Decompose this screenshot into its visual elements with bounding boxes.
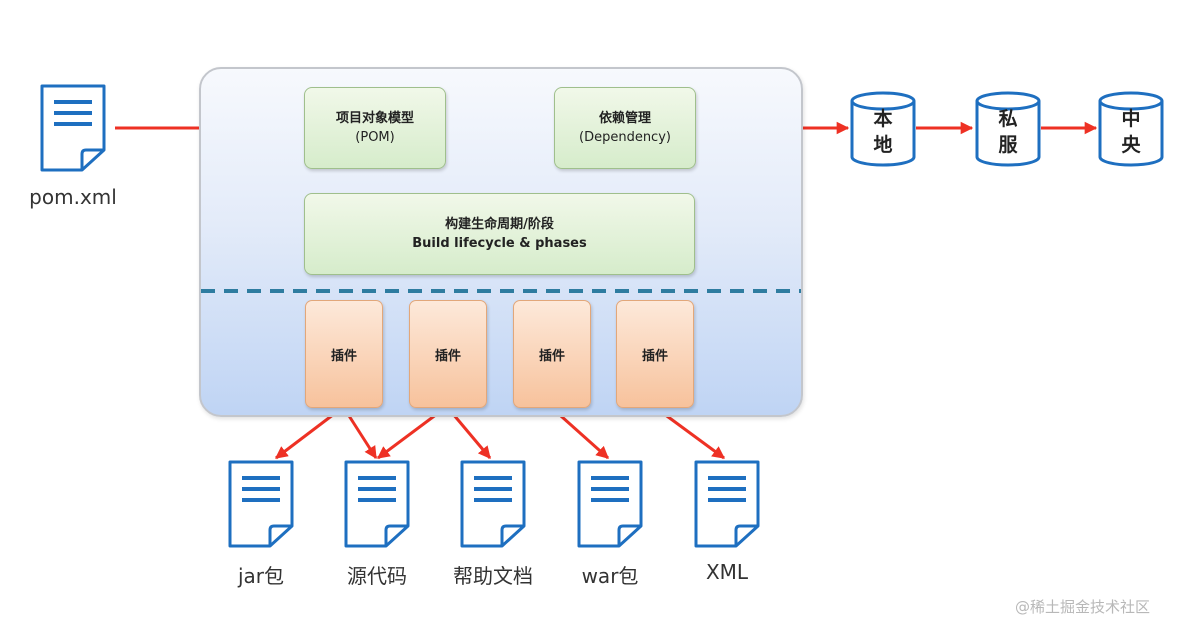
jar-label: jar包 <box>237 564 285 588</box>
plugin-box-1: 插件 <box>305 300 383 408</box>
plugin-box-2: 插件 <box>409 300 487 408</box>
pom-model-title: 项目对象模型 <box>335 111 414 126</box>
help-document-icon <box>460 460 526 548</box>
local-repo-database-icon <box>850 91 916 167</box>
war-document-icon <box>577 460 643 548</box>
dashed-separator <box>201 289 801 293</box>
xml-label: XML <box>705 560 749 584</box>
source-document-icon <box>344 460 410 548</box>
plugin-label: 插件 <box>538 348 565 364</box>
dependency-box: 依赖管理 (Dependency) <box>554 87 696 169</box>
pom-document-icon <box>40 84 106 172</box>
xml-document-icon <box>694 460 760 548</box>
dependency-subtitle: (Dependency) <box>579 130 671 145</box>
plugin-label: 插件 <box>641 348 668 364</box>
lifecycle-box: 构建生命周期/阶段 Build lifecycle & phases <box>304 193 695 275</box>
source-label: 源代码 <box>347 564 407 588</box>
watermark: @稀土掘金技术社区 <box>1015 598 1151 616</box>
local-repo-label: 本地 <box>873 108 893 156</box>
war-label: war包 <box>581 564 639 588</box>
private-repo-label: 私服 <box>998 108 1018 156</box>
pom-model-subtitle: (POM) <box>355 130 395 145</box>
plugin-box-4: 插件 <box>616 300 694 408</box>
lifecycle-subtitle: Build lifecycle & phases <box>412 236 587 251</box>
pom-model-box: 项目对象模型 (POM) <box>304 87 446 169</box>
pom-file-label: pom.xml <box>29 185 117 209</box>
plugin-label: 插件 <box>330 348 357 364</box>
plugin-label: 插件 <box>434 348 461 364</box>
dependency-title: 依赖管理 <box>598 111 651 126</box>
central-repo-label: 中央 <box>1121 108 1141 156</box>
private-repo-database-icon <box>975 91 1041 167</box>
lifecycle-title: 构建生命周期/阶段 <box>445 217 554 232</box>
help-doc-label: 帮助文档 <box>453 564 533 588</box>
plugin-box-3: 插件 <box>513 300 591 408</box>
jar-document-icon <box>228 460 294 548</box>
central-repo-database-icon <box>1098 91 1164 167</box>
